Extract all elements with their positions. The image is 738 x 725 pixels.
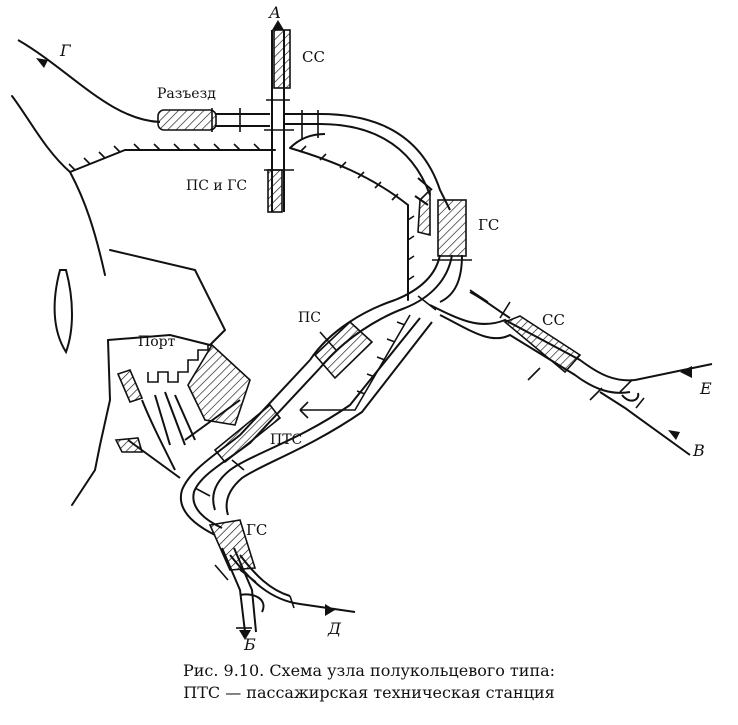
- label-direction-b: Б: [243, 635, 256, 650]
- label-station-gs-bottom: ГС: [246, 521, 267, 539]
- station-cc-top: [273, 29, 291, 89]
- station-gs-right: [437, 199, 467, 257]
- stations: [114, 29, 582, 571]
- label-station-razezd: Разъезд: [157, 86, 216, 102]
- station-port-small-1: [116, 369, 144, 403]
- track-network: [17, 30, 713, 633]
- station-ps: [313, 320, 374, 380]
- station-port: [187, 343, 251, 426]
- station-razezd: [157, 109, 217, 131]
- station-gs-bottom: [208, 519, 257, 571]
- arrow-g-icon: [36, 58, 48, 68]
- label-station-gs-right: ГС: [478, 216, 499, 234]
- coastline: [11, 95, 409, 506]
- label-station-ps: ПС: [298, 310, 321, 326]
- arrow-a-icon: [272, 20, 284, 30]
- caption-line-2: ПТС — пассажирская техническая станция: [183, 683, 555, 702]
- label-direction-a: А: [268, 3, 281, 22]
- port-piers: [147, 345, 209, 383]
- label-direction-e: Е: [699, 379, 712, 398]
- arrow-d-icon: [325, 604, 335, 616]
- railway-junction-scheme: А СС Г Разъезд ПС и ГС ГС ПС СС Порт Е П…: [11, 3, 713, 650]
- caption-line-1: Рис. 9.10. Схема узла полукольцевого тип…: [182, 661, 556, 680]
- label-direction-v: В: [692, 441, 705, 460]
- direction-arrows: [36, 20, 692, 640]
- label-station-pts: ПТС: [270, 432, 302, 448]
- label-direction-d: Д: [327, 619, 342, 638]
- station-pts: [213, 403, 282, 464]
- label-port: Порт: [138, 334, 176, 350]
- arrow-e-icon: [680, 366, 692, 378]
- figure-caption: Рис. 9.10. Схема узла полукольцевого тип…: [0, 660, 738, 704]
- station-cc-right: [503, 315, 582, 374]
- label-station-cc-top: СС: [302, 48, 325, 66]
- station-ps-gs: [267, 169, 283, 213]
- label-direction-g: Г: [59, 41, 72, 60]
- terrain-ticks: [68, 143, 415, 419]
- station-spur: [417, 188, 431, 237]
- arrow-v-icon: [668, 430, 680, 440]
- station-port-small-2: [114, 437, 144, 453]
- label-station-cc-right: СС: [542, 311, 565, 329]
- arrow-b-icon: [239, 630, 251, 640]
- label-station-ps-gs: ПС и ГС: [186, 178, 247, 194]
- labels: А СС Г Разъезд ПС и ГС ГС ПС СС Порт Е П…: [59, 3, 712, 650]
- track-ticks: [194, 99, 645, 629]
